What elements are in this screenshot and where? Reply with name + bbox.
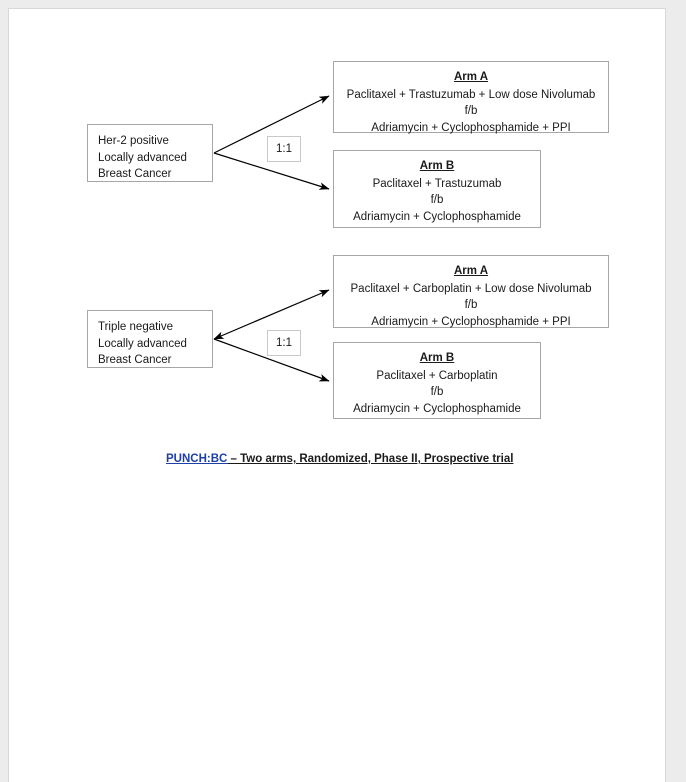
arm-box-tnbc-arm-b: Arm B Paclitaxel + Carboplatin f/b Adria… — [333, 342, 541, 419]
arm-regimen-line: Adriamycin + Cyclophosphamide + PPI — [371, 315, 571, 328]
caption-trial-description: – Two arms, Randomized, Phase II, Prospe… — [227, 453, 514, 465]
arm-box-her2-arm-a: Arm A Paclitaxel + Trastuzumab + Low dos… — [333, 61, 609, 134]
arm-regimen-line: Paclitaxel + Trastuzumab — [372, 177, 502, 190]
arm-regimen-line: Adriamycin + Cyclophosphamide — [353, 402, 521, 415]
source-line: Triple negative — [98, 321, 174, 333]
arm-regimen-line: Paclitaxel + Trastuzumab + Low dose Nivo… — [346, 88, 596, 101]
arm-box-tnbc-arm-a: Arm A Paclitaxel + Carboplatin + Low dos… — [333, 255, 609, 328]
randomization-ratio-tnbc: 1:1 — [267, 330, 301, 356]
source-box-tnbc: Triple negative Locally advanced Breast … — [87, 310, 213, 368]
source-line: Her-2 positive — [98, 135, 169, 147]
source-box-her2: Her-2 positive Locally advanced Breast C… — [87, 124, 213, 182]
document-page: Her-2 positive Locally advanced Breast C… — [9, 9, 665, 782]
arm-followed-by-line: f/b — [430, 386, 444, 398]
source-line: Breast Cancer — [98, 168, 172, 180]
arm-regimen-line: Adriamycin + Cyclophosphamide + PPI — [371, 121, 571, 134]
diagram-caption: PUNCH:BC – Two arms, Randomized, Phase I… — [166, 453, 513, 465]
arm-box-her2-arm-b: Arm B Paclitaxel + Trastuzumab f/b Adria… — [333, 150, 541, 228]
source-line: Breast Cancer — [98, 354, 172, 366]
arm-regimen-line: Adriamycin + Cyclophosphamide — [353, 210, 521, 223]
caption-trial-acronym: PUNCH:BC — [166, 453, 228, 465]
arm-title: Arm B — [419, 160, 455, 172]
source-line: Locally advanced — [98, 151, 187, 164]
arm-followed-by-line: f/b — [464, 299, 478, 311]
arm-regimen-line: Paclitaxel + Carboplatin — [376, 369, 498, 382]
randomization-ratio-her2: 1:1 — [267, 136, 301, 162]
arm-title: Arm A — [453, 265, 489, 277]
source-line: Locally advanced — [98, 337, 187, 350]
trial-schema-diagram: Her-2 positive Locally advanced Breast C… — [9, 9, 665, 782]
arm-followed-by-line: f/b — [464, 105, 478, 117]
arm-regimen-line: Paclitaxel + Carboplatin + Low dose Nivo… — [350, 282, 592, 295]
arm-title: Arm B — [419, 352, 455, 364]
arm-followed-by-line: f/b — [430, 194, 444, 206]
arm-title: Arm A — [453, 71, 489, 83]
